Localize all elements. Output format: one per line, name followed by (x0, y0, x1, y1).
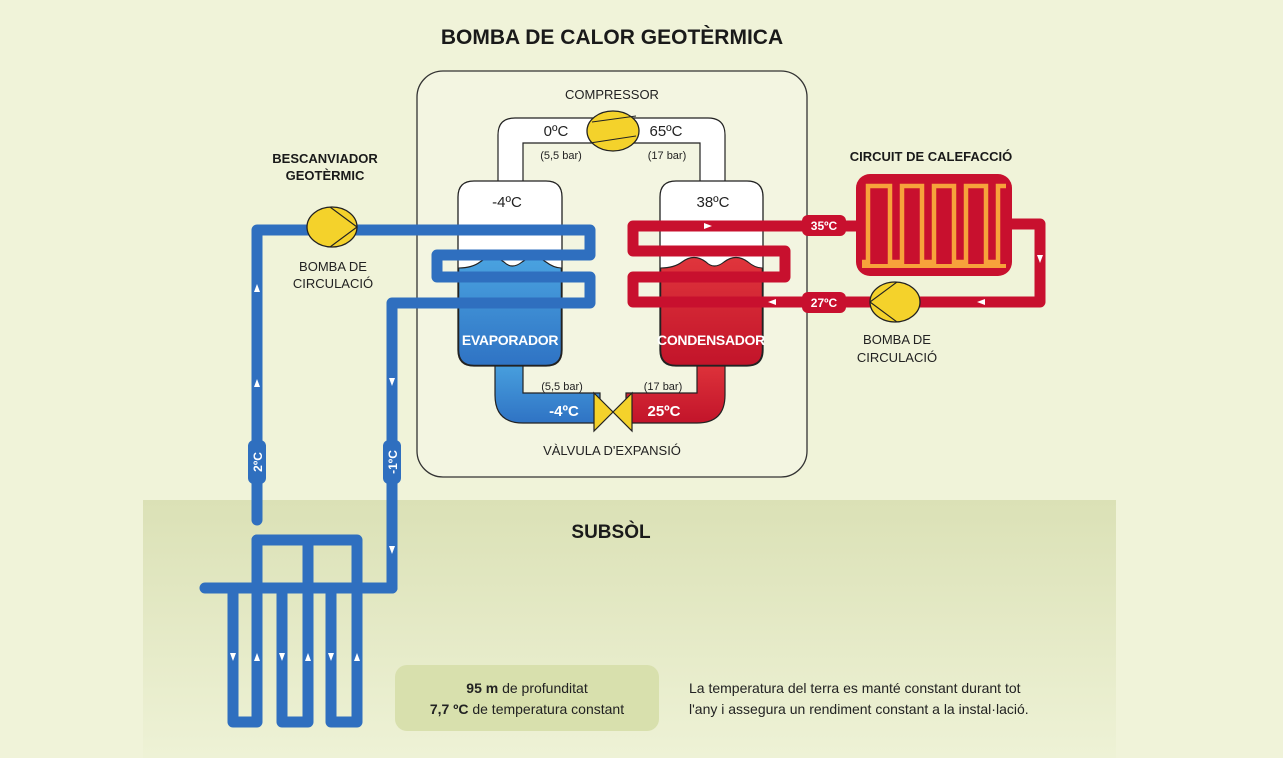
geothermal-flow-arrows (230, 284, 395, 661)
arrow-left-icon (768, 299, 776, 305)
geothermal-return-temp: -1ºC (386, 450, 400, 474)
depth-text: de profunditat (498, 680, 588, 696)
geothermal-pump-label-line1: BOMBA DE (299, 259, 367, 274)
heating-circuit-title: CIRCUIT DE CALEFACCIÓ (850, 149, 1013, 164)
ground-temp-text: de temperatura constant (468, 701, 624, 717)
compressor-inlet-temp: 0ºC (544, 123, 569, 140)
arrow-up-icon (254, 379, 260, 387)
subsoil-note-line2: l'any i assegura un rendiment constant a… (689, 701, 1029, 717)
evaporator-top-temp: -4ºC (492, 194, 522, 211)
radiator-icon (856, 174, 1012, 276)
arrow-down-icon (279, 653, 285, 661)
geothermal-supply-temp: 2ºC (251, 452, 265, 472)
heating-supply-temp-badge: 35ºC (802, 215, 846, 236)
diagram-title: BOMBA DE CALOR GEOTÈRMICA (441, 26, 783, 49)
heating-pump-label-line2: CIRCULACIÓ (857, 350, 937, 365)
geothermal-supply-temp-badge: 2ºC (248, 440, 266, 484)
evaporator-label: EVAPORADOR (462, 332, 558, 348)
refrigerant-liquid-loop (494, 359, 726, 424)
arrow-up-icon (305, 653, 311, 661)
compressor-inlet-pressure: (5,5 bar) (540, 150, 582, 162)
geothermal-pump-label-line2: CIRCULACIÓ (293, 276, 373, 291)
condenser-label: CONDENSADOR (657, 332, 765, 348)
geothermal-exchanger-title-line2: GEOTÈRMIC (286, 168, 365, 183)
heating-return-temp: 27ºC (811, 296, 838, 310)
geothermal-return-temp-badge: -1ºC (383, 440, 401, 484)
arrow-down-icon (1037, 255, 1043, 263)
ground-temp-value: 7,7 ºC (430, 701, 469, 717)
arrow-down-icon (328, 653, 334, 661)
subsoil-title: SUBSÒL (571, 521, 651, 543)
condenser-top-temp: 38ºC (697, 194, 730, 211)
geothermal-pipe-main (251, 224, 596, 594)
depth-value: 95 m (466, 680, 498, 696)
arrow-right-icon (704, 223, 712, 229)
condenser-outlet-pressure: (17 bar) (644, 381, 683, 393)
geothermal-header-supply (251, 534, 363, 594)
arrow-up-icon (254, 284, 260, 292)
depth-info-box (395, 665, 659, 731)
geothermal-exchanger-title-line1: BESCANVIADOR (272, 151, 378, 166)
arrow-up-icon (254, 653, 260, 661)
depth-info-line2: 7,7 ºC de temperatura constant (430, 701, 624, 717)
compressor-outlet-pressure: (17 bar) (648, 150, 687, 162)
heating-supply-temp: 35ºC (811, 219, 838, 233)
arrow-down-icon (230, 653, 236, 661)
heating-circulation-pump-icon (869, 281, 921, 323)
expansion-valve-icon (593, 391, 633, 433)
heating-pump-label-line1: BOMBA DE (863, 332, 931, 347)
geothermal-circulation-pump-icon (306, 206, 358, 248)
evaporator-outlet-pressure: (5,5 bar) (541, 381, 583, 393)
condenser-outlet-temp: 25ºC (648, 403, 681, 420)
subsoil-note-line1: La temperatura del terra es manté consta… (689, 680, 1021, 696)
compressor-icon (586, 110, 640, 152)
heating-return-temp-badge: 27ºC (802, 292, 846, 313)
heating-flow-arrows (704, 223, 1043, 305)
arrow-down-icon (389, 546, 395, 554)
compressor-outlet-temp: 65ºC (650, 123, 683, 140)
arrow-left-icon (977, 299, 985, 305)
expansion-valve-label: VÀLVULA D'EXPANSIÓ (543, 443, 681, 458)
evaporator-outlet-temp: -4ºC (549, 403, 579, 420)
depth-info-line1: 95 m de profunditat (466, 680, 588, 696)
compressor-label: COMPRESSOR (565, 87, 659, 102)
arrow-down-icon (389, 378, 395, 386)
arrow-up-icon (354, 653, 360, 661)
